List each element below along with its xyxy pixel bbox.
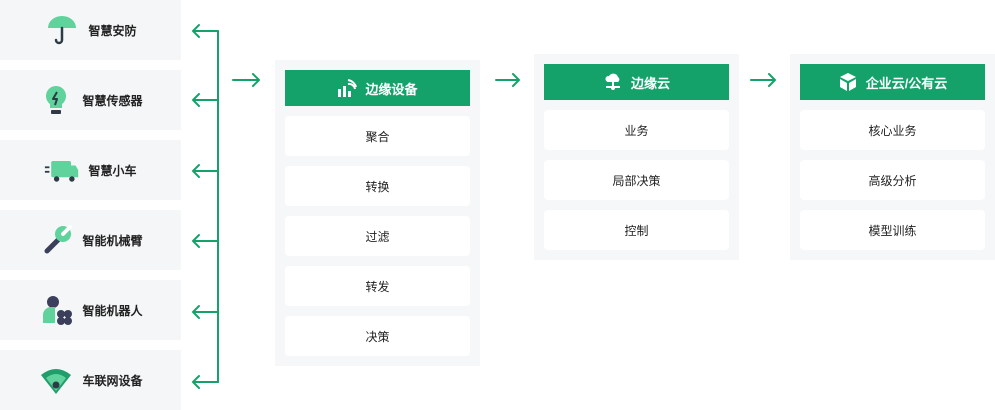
device-label: 智慧小车 <box>88 163 137 178</box>
device-label: 智能机器人 <box>82 303 143 318</box>
edge-cloud-item: 业务 <box>544 110 729 150</box>
arrow-to-enterprise-cloud <box>750 73 776 87</box>
arrow-to-edge-cloud <box>495 73 520 87</box>
device-label: 智慧传感器 <box>82 93 143 108</box>
device-label: 智能机械臂 <box>82 233 143 248</box>
cloud-network-icon <box>603 72 623 92</box>
edge-device-title: 边缘设备 <box>365 81 418 97</box>
edge-cloud-item: 局部决策 <box>544 160 729 200</box>
device-robot: 智能机器人 <box>0 280 181 340</box>
enterprise-cloud-item: 高级分析 <box>800 160 985 200</box>
device-label: 智慧安防 <box>88 23 137 38</box>
device-smart-sensor: 智慧传感器 <box>0 70 181 130</box>
robot-icon <box>38 292 74 328</box>
arrow-to-device-3 <box>192 164 219 178</box>
wifi-icon <box>38 362 74 398</box>
edge-device-header: 边缘设备 <box>285 70 470 106</box>
edge-device-item: 聚合 <box>285 116 470 156</box>
cube-icon <box>838 72 858 92</box>
edge-device-item: 转换 <box>285 166 470 206</box>
wrench-icon <box>38 222 74 258</box>
signal-icon <box>337 78 358 98</box>
lightbulb-icon <box>38 82 74 118</box>
arrow-to-device-5 <box>192 305 219 319</box>
arrow-to-device-2 <box>192 93 219 107</box>
device-smart-security: 智慧安防 <box>0 0 181 60</box>
arrow-to-device-4 <box>192 234 219 248</box>
enterprise-cloud-panel: 企业云/公有云 核心业务 高级分析 模型训练 <box>790 54 995 260</box>
edge-cloud-title: 边缘云 <box>630 75 670 91</box>
device-connected-car: 车联网设备 <box>0 350 181 410</box>
edge-device-item: 决策 <box>285 316 470 356</box>
arrow-to-edge-device <box>232 73 260 87</box>
enterprise-cloud-item: 模型训练 <box>800 210 985 250</box>
device-robot-arm: 智能机械臂 <box>0 210 181 270</box>
enterprise-cloud-item: 核心业务 <box>800 110 985 150</box>
edge-device-panel: 边缘设备 聚合 转换 过滤 转发 决策 <box>275 60 480 366</box>
device-label: 车联网设备 <box>82 373 143 388</box>
edge-device-item: 转发 <box>285 266 470 306</box>
edge-device-item: 过滤 <box>285 216 470 256</box>
enterprise-cloud-header: 企业云/公有云 <box>800 64 985 100</box>
edge-cloud-panel: 边缘云 业务 局部决策 控制 <box>534 54 739 260</box>
truck-icon <box>44 152 80 188</box>
arrow-to-device-1 <box>192 24 219 38</box>
edge-cloud-item: 控制 <box>544 210 729 250</box>
edge-cloud-header: 边缘云 <box>544 64 729 100</box>
arrow-to-device-6 <box>192 375 219 389</box>
enterprise-cloud-title: 企业云/公有云 <box>865 75 948 91</box>
umbrella-icon <box>44 12 80 48</box>
device-smart-car: 智慧小车 <box>0 140 181 200</box>
